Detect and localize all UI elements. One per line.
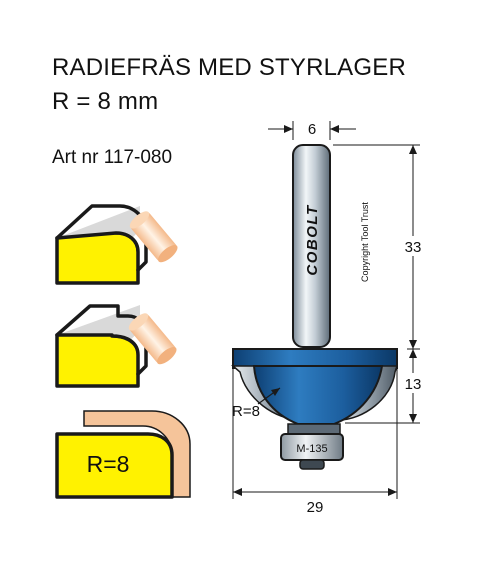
brand-logo: COBOLT xyxy=(304,204,321,276)
board-round-2 xyxy=(111,334,140,356)
board-section xyxy=(55,432,174,499)
dim-total-diameter-label: 29 xyxy=(307,499,324,516)
bit-shank xyxy=(292,144,331,348)
copyright-text: Copyright Tool Trust xyxy=(360,202,370,282)
title-line-2: R = 8 mm xyxy=(52,88,159,115)
bit-collar xyxy=(287,423,341,435)
radius-callout-label: R=8 xyxy=(232,403,260,420)
profile-rounded-edge xyxy=(55,204,178,285)
profile-rounded-step xyxy=(55,304,177,388)
section-radius-label: R=8 xyxy=(87,451,130,477)
radius-callout: R=8 xyxy=(232,387,281,420)
dim-shank-diameter-label: 6 xyxy=(308,121,316,138)
board-round-1 xyxy=(115,231,140,253)
profile-section: R=8 xyxy=(55,410,191,499)
dim-shank-diameter: 6 xyxy=(268,121,356,140)
radius-arrowhead xyxy=(271,388,280,396)
bit-body-radius xyxy=(252,365,384,425)
router-bit: COBOLT Copyright Tool Trust M-135 xyxy=(230,144,399,470)
dim-cut-height: 13 xyxy=(345,349,426,424)
bearing-screw xyxy=(299,459,325,470)
dim-shank-length-label: 33 xyxy=(405,239,422,256)
bearing-label: M-135 xyxy=(296,443,327,455)
cutter-cylinder-2 xyxy=(128,313,177,365)
board-face-1 xyxy=(55,231,140,285)
board-face-2 xyxy=(55,333,140,388)
dim-cut-height-label: 13 xyxy=(405,376,422,393)
article-number: Art nr 117-080 xyxy=(52,147,173,168)
title-line-1: RADIEFRÄS MED STYRLAGER xyxy=(52,54,406,81)
dim-total-diameter: 29 xyxy=(232,368,398,516)
cutter-cylinder-1 xyxy=(129,211,178,263)
dim-shank-length: 33 xyxy=(333,144,426,350)
